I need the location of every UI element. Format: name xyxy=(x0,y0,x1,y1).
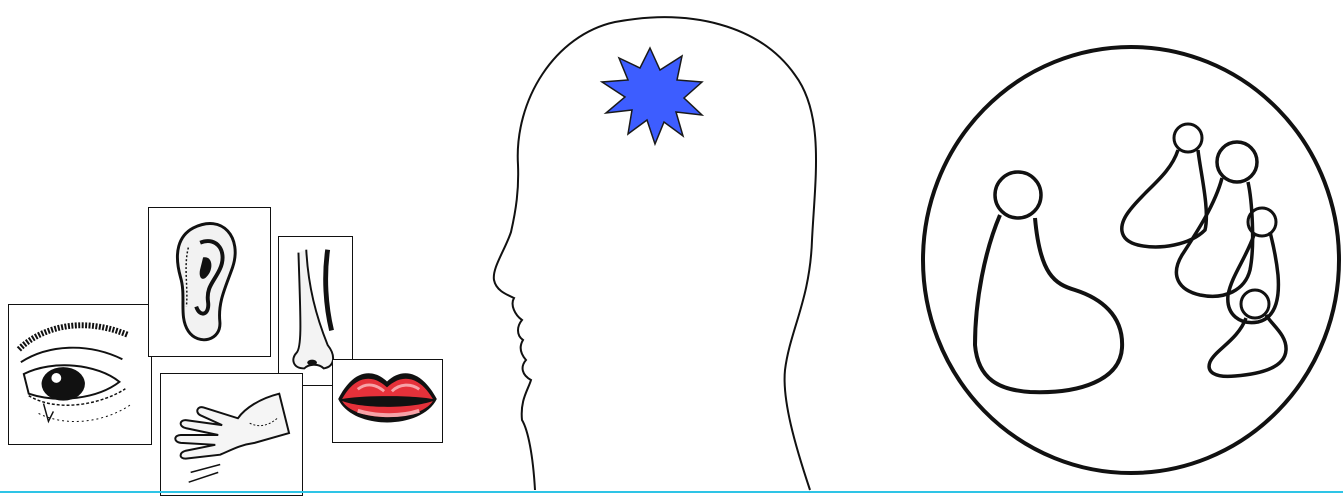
baseline-divider xyxy=(0,491,1343,493)
